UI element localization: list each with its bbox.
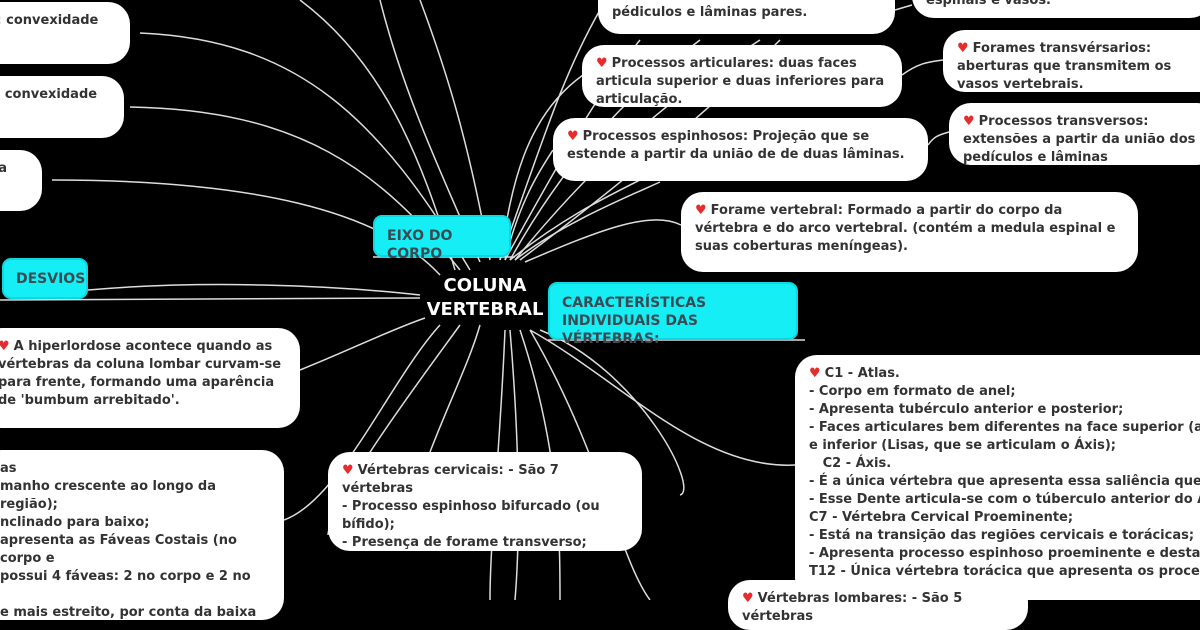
- heart-icon: ♥: [0, 339, 10, 354]
- heart-icon: ♥: [809, 366, 821, 381]
- branch-eixo-do-corpo[interactable]: EIXO DO CORPO: [373, 215, 511, 262]
- node-transversos[interactable]: ♥Processos transversos: extensões a part…: [949, 103, 1200, 165]
- node-text: as manho crescente ao longo da região); …: [0, 461, 257, 620]
- branch-label: DESVIOS: [16, 271, 86, 287]
- node-text: Processos transversos: extensões a parti…: [963, 114, 1196, 165]
- node-text: Processos articulares: duas faces articu…: [596, 56, 885, 107]
- node-text: Vértebras cervicais: - São 7 vértebras -…: [342, 463, 600, 550]
- heart-icon: ♥: [963, 114, 975, 129]
- central-topic-label: COLUNA VERTEBRAL: [426, 275, 544, 320]
- heart-icon: ♥: [342, 463, 354, 478]
- node-forames[interactable]: ♥Forames transvérsarios: aberturas que t…: [943, 30, 1200, 92]
- node-articulares[interactable]: ♥Processos articulares: duas faces artic…: [582, 45, 902, 107]
- node-text: Vértebras lombares: - São 5 vértebras: [742, 591, 963, 624]
- node-text: Forame vertebral: Formado a partir do co…: [695, 203, 1116, 254]
- branch-desvios[interactable]: DESVIOS: [2, 258, 88, 299]
- heart-icon: ♥: [596, 56, 608, 71]
- node-cervicais[interactable]: ♥Vértebras cervicais: - São 7 vértebras …: [328, 452, 642, 551]
- branch-label: CARACTERÍSTICAS INDIVIDUAIS DAS VÉRTEBRA…: [562, 295, 707, 347]
- node-pediculos[interactable]: pédiculos e lâminas pares.: [598, 0, 895, 34]
- heart-icon: ♥: [567, 129, 579, 144]
- node-text: A hiperlordose acontece quando as vérteb…: [0, 339, 282, 408]
- central-topic[interactable]: COLUNA VERTEBRAL: [420, 274, 550, 322]
- node-lombares[interactable]: ♥Vértebras lombares: - São 5 vértebras: [728, 580, 1028, 630]
- node-text: Processos espinhosos: Projeção que se es…: [567, 129, 905, 162]
- node-forame-vertebral[interactable]: ♥Forame vertebral: Formado a partir do c…: [681, 192, 1138, 272]
- node-espinhosos[interactable]: ♥Processos espinhosos: Projeção que se e…: [553, 118, 928, 181]
- node-left2[interactable]: ar): convexidade: [0, 76, 124, 138]
- node-atlas[interactable]: ♥C1 - Atlas. - Corpo em formato de anel;…: [795, 355, 1200, 600]
- node-text: pédiculos e lâminas pares.: [612, 5, 808, 20]
- node-text: C1 - Atlas. - Corpo em formato de anel; …: [809, 366, 1200, 579]
- heart-icon: ♥: [957, 41, 969, 56]
- node-text: ca): convexidade: [0, 13, 99, 28]
- heart-icon: ♥: [695, 203, 707, 218]
- node-hiperlordose[interactable]: ♥A hiperlordose acontece quando as vérte…: [0, 328, 300, 428]
- node-text: ar): convexidade: [0, 87, 98, 102]
- node-toracicas[interactable]: as manho crescente ao longo da região); …: [0, 450, 284, 620]
- branch-caracteristicas[interactable]: CARACTERÍSTICAS INDIVIDUAIS DAS VÉRTEBRA…: [548, 282, 798, 347]
- node-espinais[interactable]: espinais e vasos.: [912, 0, 1200, 18]
- node-left1[interactable]: ca): convexidade: [0, 2, 130, 64]
- branch-label: EIXO DO CORPO: [387, 228, 453, 262]
- heart-icon: ♥: [742, 591, 754, 606]
- node-text: Forames transvérsarios: aberturas que tr…: [957, 41, 1172, 92]
- node-text: espinais e vasos.: [926, 0, 1051, 8]
